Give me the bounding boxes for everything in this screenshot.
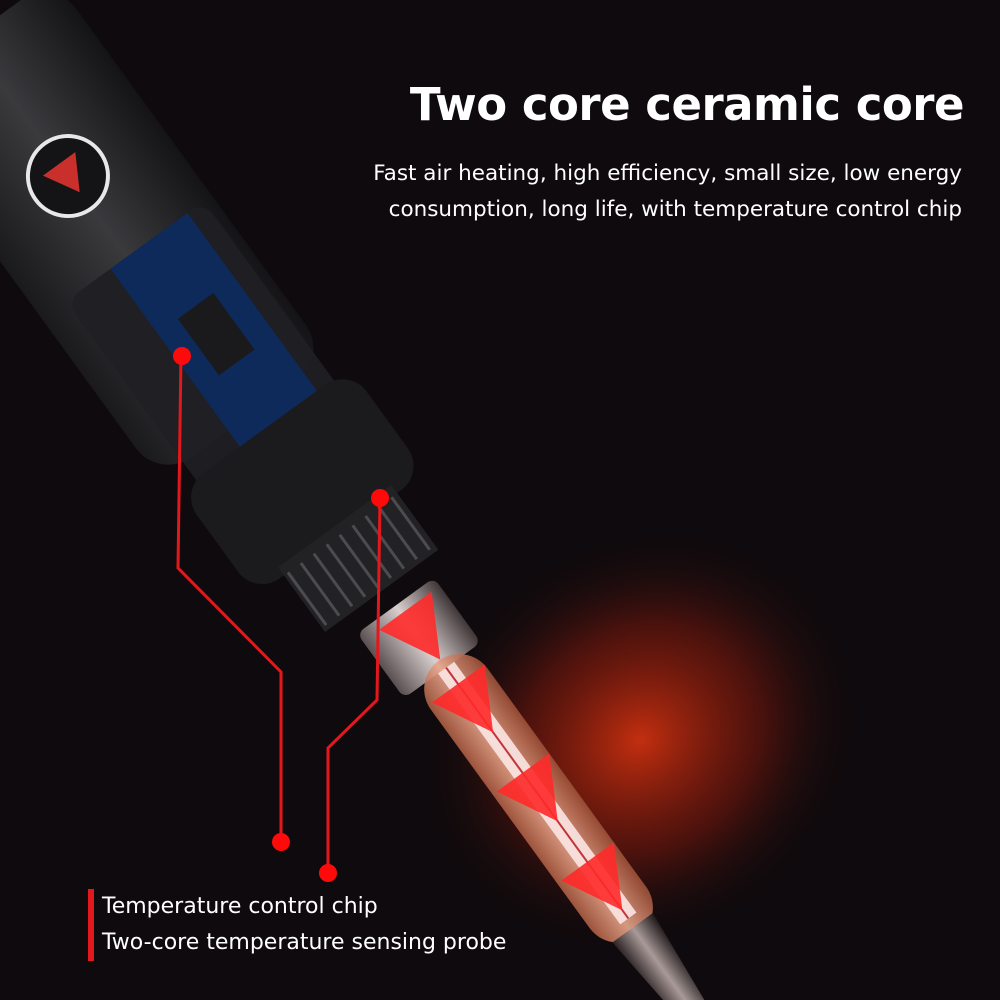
callout-line-probe [326,497,382,873]
legend-item-chip: Temperature control chip [102,894,378,919]
heat-flow-arrows [379,591,623,911]
headline-title: Two core ceramic core [409,78,965,131]
callout-legend: Temperature control chip Two-core temper… [88,889,506,961]
callout-line-chip [176,354,283,842]
ic-chip [177,292,255,376]
callout-lines [176,354,382,873]
callout-end-dot-probe [319,864,337,882]
callout-dot-probe [371,489,389,507]
callout-dot-chip [173,347,191,365]
legend-item-probe: Two-core temperature sensing probe [102,930,507,955]
callout-end-dot-chip [272,833,290,851]
headline-description: Fast air heating, high efficiency, small… [373,161,962,222]
soldering-tip [612,913,735,1000]
